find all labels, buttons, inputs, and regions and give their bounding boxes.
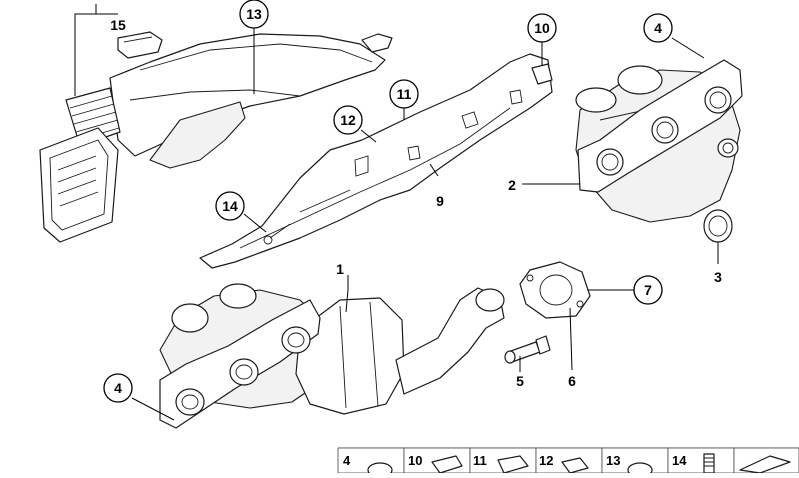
callout-9[interactable]: 9	[436, 193, 444, 209]
exhaust-manifold-catalytic-converter	[159, 283, 505, 429]
callout-label: 5	[516, 373, 524, 389]
legend-item-10[interactable]: 10	[403, 447, 471, 474]
callout-7[interactable]: 7	[633, 275, 663, 305]
callout-label: 15	[110, 17, 126, 33]
legend-strip: 4 10 11 12 13 14	[337, 447, 799, 478]
legend-label: 14	[672, 453, 687, 468]
callout-label: 1	[336, 261, 344, 277]
callout-3[interactable]: 3	[714, 269, 722, 285]
exhaust-manifold-right	[575, 59, 743, 223]
leader-lines	[74, 4, 719, 421]
callout-label: 2	[508, 177, 516, 193]
callout-11[interactable]: 11	[389, 79, 419, 109]
callout-label: 9	[436, 193, 444, 209]
legend-item-arrow[interactable]	[733, 447, 799, 474]
callout-label: 11	[397, 86, 412, 102]
legend-item-14[interactable]: 14	[667, 447, 735, 474]
callout-label: 12	[340, 112, 356, 128]
callout-label: 14	[222, 198, 238, 214]
callout-13[interactable]: 13	[239, 0, 269, 29]
callout-14[interactable]: 14	[215, 191, 245, 221]
legend-item-11[interactable]: 11	[469, 447, 537, 474]
callout-label: 4	[114, 380, 122, 396]
legend-label: 12	[539, 453, 553, 468]
heat-shield-bracket	[199, 53, 553, 269]
legend-label: 4	[343, 453, 351, 468]
callout-label: 7	[644, 282, 652, 298]
callout-label: 3	[714, 269, 722, 285]
callout-12[interactable]: 12	[333, 105, 363, 135]
legend-item-13[interactable]: 13	[601, 447, 669, 478]
legend-label: 10	[408, 453, 422, 468]
callout-label: 6	[568, 373, 576, 389]
bolt	[504, 335, 551, 364]
callout-15[interactable]: 15	[110, 17, 126, 33]
callout-6[interactable]: 6	[568, 373, 576, 389]
callout-2[interactable]: 2	[508, 177, 516, 193]
legend-item-12[interactable]: 12	[535, 447, 603, 474]
callout-4-bottom[interactable]: 4	[103, 373, 133, 403]
callout-label: 10	[534, 20, 550, 36]
flange-gasket	[519, 261, 591, 319]
callout-4-top[interactable]: 4	[643, 13, 673, 43]
callout-5[interactable]: 5	[516, 373, 524, 389]
legend-label: 11	[473, 453, 487, 468]
callout-1[interactable]: 1	[336, 261, 344, 277]
gasket-ring	[703, 209, 733, 243]
callout-label: 13	[246, 6, 262, 22]
legend-item-4[interactable]: 4	[337, 447, 405, 478]
callout-10[interactable]: 10	[527, 13, 557, 43]
air-duct	[39, 31, 393, 243]
legend-label: 13	[606, 453, 620, 468]
callout-label: 4	[654, 20, 662, 36]
